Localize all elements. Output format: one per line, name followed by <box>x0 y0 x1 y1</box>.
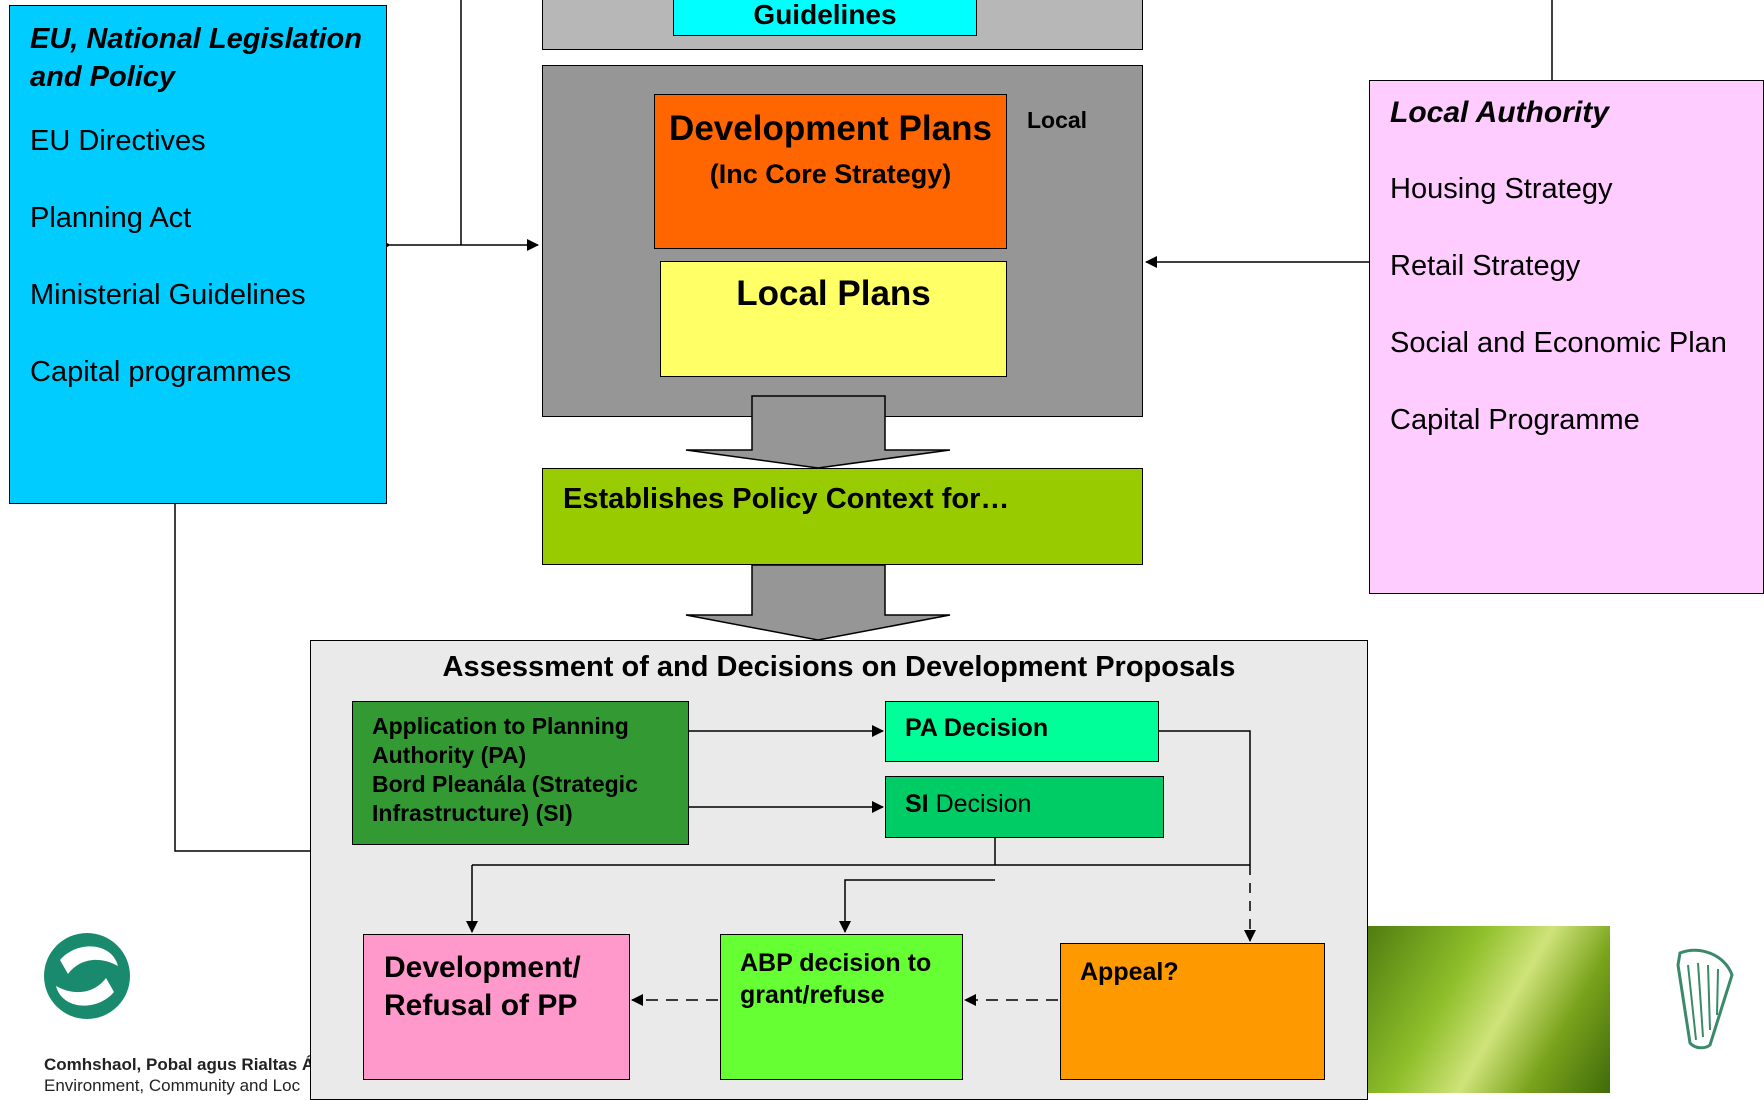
la-item-capital-programme: Capital Programme <box>1390 404 1640 436</box>
local-authority-box: Local Authority Housing Strategy Retail … <box>1369 80 1764 594</box>
eu-to-assessment-line <box>174 504 310 852</box>
eu-box-title: EU, National Legislation and Policy <box>30 23 362 93</box>
development-plans-title: Development Plans <box>669 109 992 148</box>
pa-decision-box: PA Decision <box>885 701 1159 762</box>
la-item-housing-strategy: Housing Strategy <box>1390 173 1613 205</box>
si-decision-prefix: SI <box>905 790 929 818</box>
block-arrow-local-to-policy <box>685 395 951 469</box>
leaf-photo <box>1368 926 1610 1093</box>
local-plans-box: Local Plans <box>660 261 1007 377</box>
eu-item-ministerial-guidelines: Ministerial Guidelines <box>30 279 306 311</box>
si-to-abp-arrow <box>839 879 995 933</box>
abp-decision-box: ABP decision to grant/refuse <box>720 934 963 1080</box>
la-item-retail-strategy: Retail Strategy <box>1390 250 1581 282</box>
eu-item-directives: EU Directives <box>30 125 206 157</box>
local-label: Local <box>1027 107 1088 133</box>
harp-emblem-icon <box>1676 948 1734 1050</box>
si-decision-text: Decision <box>935 790 1032 818</box>
block-arrow-policy-to-assessment <box>685 564 951 641</box>
department-swirl-logo-icon <box>44 933 130 1019</box>
logo-caption-line2: Environment, Community and Loc <box>44 1076 301 1095</box>
guidelines-box: Guidelines <box>673 0 977 36</box>
application-box: Application to Planning Authority (PA) B… <box>352 701 689 845</box>
assessment-title: Assessment of and Decisions on Developme… <box>442 651 1236 683</box>
application-si-text: Bord Pleanála (Strategic Infrastructure)… <box>372 771 638 826</box>
development-plans-subtitle: (Inc Core Strategy) <box>709 159 952 189</box>
footer-blank-area <box>1610 926 1764 1093</box>
development-plans-box: Development Plans (Inc Core Strategy) <box>654 94 1007 249</box>
la-item-social-economic-plan: Social and Economic Plan <box>1390 327 1727 359</box>
department-logo-caption: Comhshaol, Pobal agus Rialtas Á Environm… <box>44 1054 314 1096</box>
logo-caption-line1: Comhshaol, Pobal agus Rialtas Á <box>44 1055 315 1074</box>
policy-context-box: Establishes Policy Context for… <box>542 468 1143 565</box>
application-pa-text: Application to Planning Authority (PA) <box>372 713 629 768</box>
eu-legislation-box: EU, National Legislation and Policy EU D… <box>9 5 387 504</box>
eu-item-planning-act: Planning Act <box>30 202 192 234</box>
pa-to-appeal-line <box>1159 730 1251 865</box>
si-decision-box: SI Decision <box>885 776 1164 838</box>
appeal-box: Appeal? <box>1060 943 1325 1080</box>
eu-item-capital-programmes: Capital programmes <box>30 356 292 388</box>
development-refusal-box: Development/ Refusal of PP <box>363 934 630 1080</box>
local-authority-title: Local Authority <box>1390 96 1609 129</box>
